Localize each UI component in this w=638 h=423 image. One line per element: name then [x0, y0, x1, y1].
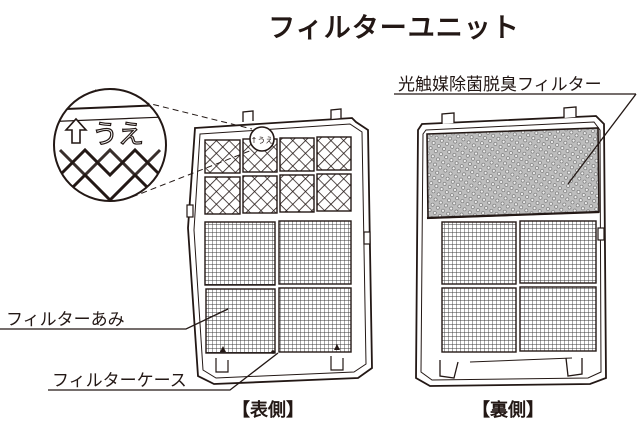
filter-mesh-label: フィルターあみ [6, 310, 125, 330]
deodorizing-leader-line [567, 93, 637, 185]
filter-mesh-leader-line [0, 308, 229, 330]
zoom-marking-text: うえ [92, 120, 144, 150]
front-fine-mesh [204, 220, 352, 354]
back-fine-mesh [441, 220, 597, 353]
svg-text:↑うえ: ↑うえ [251, 136, 274, 145]
front-filter-case: ↑うえ [186, 108, 373, 385]
filter-case-leader-line [48, 352, 279, 391]
marking-circle [249, 126, 275, 152]
diagram-title: フィルターユニット [268, 13, 520, 44]
zoom-line-top [94, 89, 253, 130]
deodorizing-filter-panel [426, 127, 600, 219]
deodorizing-filter-label: 光触媒除菌脱臭フィルター [398, 75, 602, 95]
filter-case-label: フィルターケース [52, 371, 187, 391]
front-side-caption: 【表側】 [232, 400, 304, 421]
back-filter-case [415, 106, 607, 387]
zoom-line-bottom [131, 149, 253, 198]
zoom-detail-circle: うえ [53, 88, 167, 202]
front-diamond-mesh [204, 136, 352, 215]
back-side-caption: 【裏側】 [472, 400, 544, 421]
